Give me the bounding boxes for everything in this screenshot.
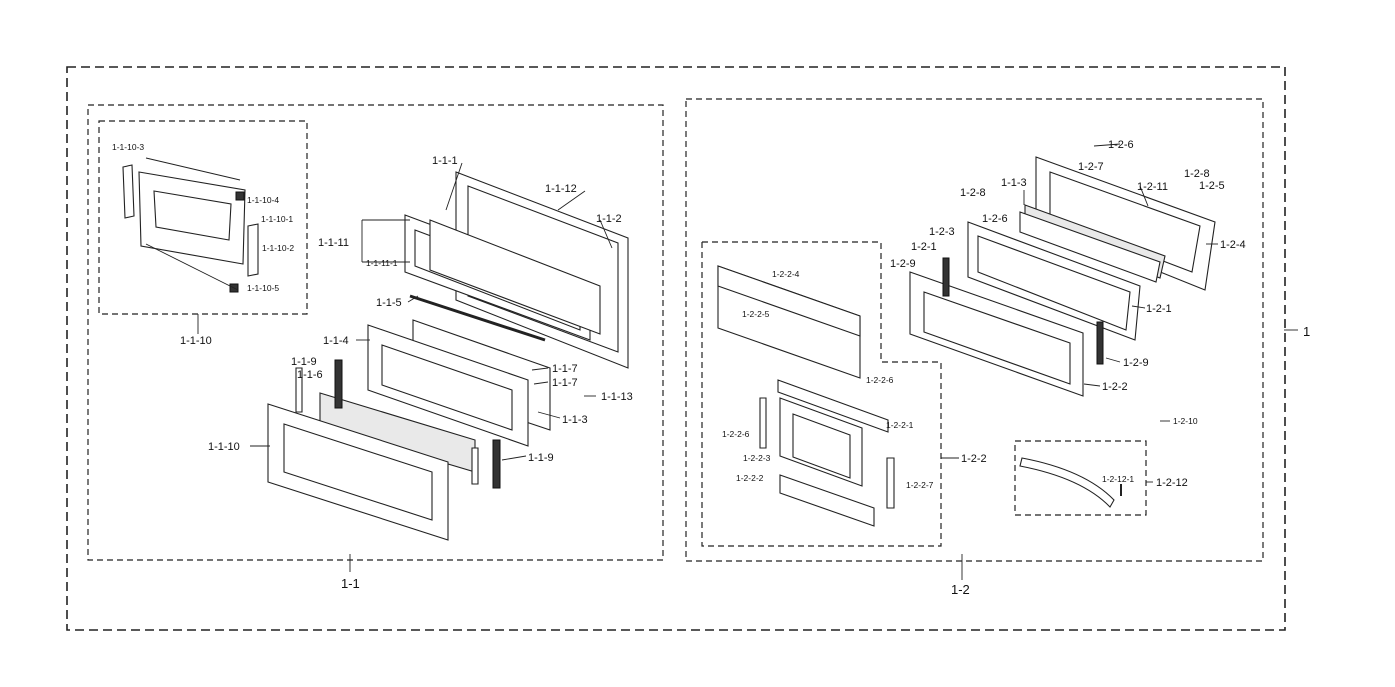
label-1-2-8-left: 1-2-8 — [960, 187, 986, 199]
label-1-2-2-group: 1-2-2 — [961, 453, 987, 465]
label-1-2-5: 1-2-5 — [1199, 180, 1225, 192]
label-1-2-9-right: 1-2-9 — [1123, 357, 1149, 369]
assembly-1-1-frame — [87, 104, 664, 561]
label-1-2-7: 1-2-7 — [1078, 161, 1104, 173]
label-1-2-4: 1-2-4 — [1220, 239, 1246, 251]
part-1-2-2-3-panel — [779, 397, 863, 487]
label-1-1-10-door: 1-1-10 — [208, 441, 240, 453]
part-1-2-2-2-strip — [779, 474, 875, 527]
leader-lines — [197, 143, 1298, 580]
label-1-2-1-right: 1-2-1 — [1146, 303, 1172, 315]
part-1-2-9-hinges — [942, 257, 1104, 365]
part-1-2-8-frame — [967, 221, 1141, 341]
label-1-1-2: 1-1-2 — [596, 213, 622, 225]
label-1-2-2-2: 1-2-2-2 — [736, 473, 764, 483]
label-1-1-10-1: 1-1-10-1 — [261, 214, 293, 224]
part-1-1-10-outer-door — [267, 403, 449, 541]
label-1-2-3: 1-2-3 — [929, 226, 955, 238]
part-1-2-2-outer-glass-door — [909, 271, 1084, 397]
label-1-2-2-6-top: 1-2-2-6 — [866, 375, 894, 385]
label-1-1-7-b: 1-1-7 — [552, 377, 578, 389]
label-1-2-12-1: 1-2-12-1 — [1102, 474, 1134, 484]
label-1-2-2-5: 1-2-2-5 — [742, 309, 770, 319]
label-1-2-2-6-left: 1-2-2-6 — [722, 429, 750, 439]
assembly-1-1-10-frame — [98, 120, 308, 315]
label-1-1-5: 1-1-5 — [376, 297, 402, 309]
label-1-1-10-2: 1-1-10-2 — [262, 243, 294, 253]
label-1-1-1: 1-1-1 — [432, 155, 458, 167]
label-1-2-6-mid: 1-2-6 — [982, 213, 1008, 225]
label-1-1-10-3: 1-1-10-3 — [112, 142, 144, 152]
part-1-2-2-1-bracket — [777, 379, 889, 433]
label-1-2-2-1: 1-2-2-1 — [886, 420, 914, 430]
label-1-2-2-7: 1-2-2-7 — [906, 480, 934, 490]
part-1-2-11-glass-panels — [1019, 204, 1166, 283]
label-1-2-11: 1-2-11 — [1137, 181, 1168, 193]
assembly-1-2-2-frame — [701, 241, 942, 547]
part-1-1-11-inner-frame — [404, 214, 601, 341]
label-1-1-3: 1-1-3 — [562, 414, 588, 426]
label-1-1-11-1: 1-1-11-1 — [366, 258, 398, 268]
label-1-1: 1-1 — [341, 576, 360, 591]
label-1-1-3-upper: 1-1-3 — [1001, 177, 1027, 189]
label-1-2-10: 1-2-10 — [1173, 416, 1198, 426]
label-1: 1 — [1303, 324, 1310, 339]
label-1-1-10-5: 1-1-10-5 — [247, 283, 279, 293]
label-1-2-9-left: 1-2-9 — [890, 258, 916, 270]
label-1-1-9-top: 1-1-9 — [291, 356, 317, 368]
part-1-1-4-door-inner — [367, 324, 529, 447]
label-1-1-6: 1-1-6 — [297, 369, 323, 381]
part-1-2-2-side-caps — [759, 397, 895, 509]
label-1-2-2-right: 1-2-2 — [1102, 381, 1128, 393]
label-1-1-9-bottom: 1-1-9 — [528, 452, 554, 464]
part-1-2-4-back-frame — [1035, 156, 1216, 291]
label-1-2-12: 1-2-12 — [1156, 477, 1188, 489]
label-1-2: 1-2 — [951, 582, 970, 597]
part-1-1-10-handle-assembly — [122, 157, 259, 293]
assembly-1-frame — [66, 66, 1286, 631]
part-1-2-12-handle — [1019, 457, 1122, 508]
label-1-1-7-a: 1-1-7 — [552, 363, 578, 375]
part-1-2-2-4-handle-bar — [717, 265, 861, 379]
part-1-1-5-gasket-strip — [409, 294, 546, 342]
label-1-1-10-group: 1-1-10 — [180, 335, 212, 347]
part-1-1-9-hinges — [295, 359, 501, 489]
label-1-2-2-4: 1-2-2-4 — [772, 269, 800, 279]
label-1-1-10-4: 1-1-10-4 — [247, 195, 279, 205]
label-1-2-2-3: 1-2-2-3 — [743, 453, 771, 463]
label-1-2-6-top: 1-2-6 — [1108, 139, 1134, 151]
label-1-1-4: 1-1-4 — [323, 335, 349, 347]
label-1-1-11: 1-1-11 — [318, 237, 349, 249]
label-1-2-8-right: 1-2-8 — [1184, 168, 1210, 180]
assembly-1-2-12-frame — [1014, 440, 1147, 516]
label-1-2-1-left: 1-2-1 — [911, 241, 937, 253]
label-1-1-12: 1-1-12 — [545, 183, 577, 195]
label-1-1-13: 1-1-13 — [601, 391, 633, 403]
